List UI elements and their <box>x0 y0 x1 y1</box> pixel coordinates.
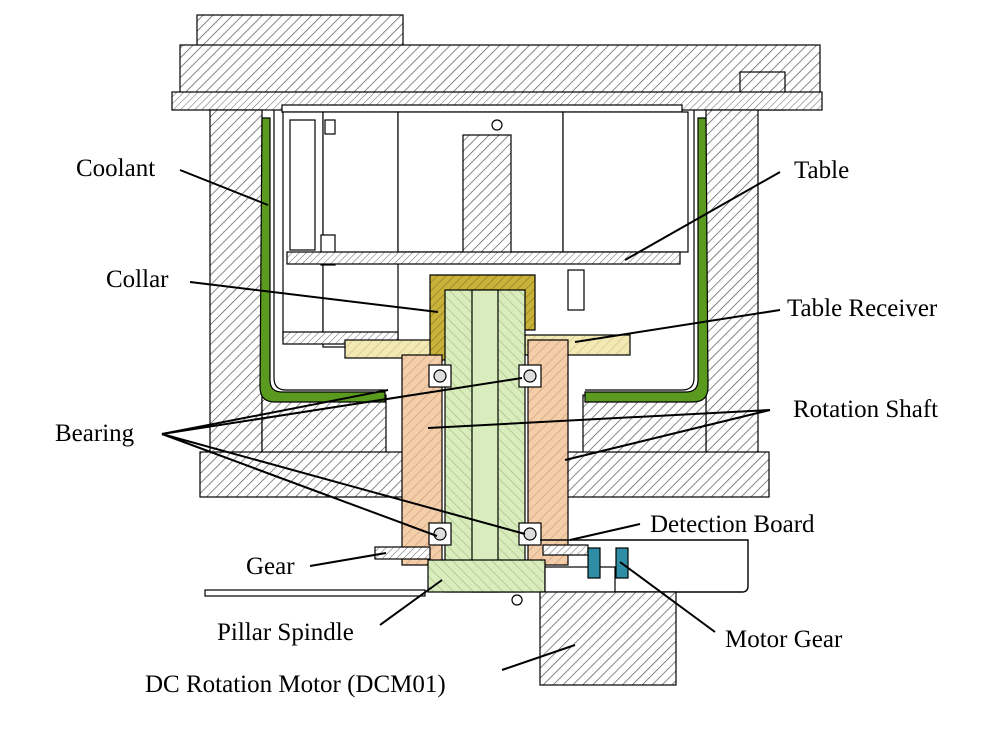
label-dc-rotation-motor: DC Rotation Motor (DCM01) <box>145 671 446 698</box>
lid <box>171 14 823 111</box>
housing <box>199 109 770 498</box>
bearings <box>428 364 542 546</box>
label-coolant: Coolant <box>76 155 155 182</box>
pillar-spindle <box>427 289 546 593</box>
gear <box>374 546 431 560</box>
label-bearing: Bearing <box>55 420 135 447</box>
probe <box>462 134 512 256</box>
label-gear: Gear <box>246 553 295 580</box>
leader-lines <box>161 169 781 671</box>
coolant-jacket <box>259 117 709 403</box>
dc-rotation-motor <box>539 591 677 686</box>
table <box>286 251 681 265</box>
detection-board <box>542 544 589 556</box>
label-pillar-spindle: Pillar Spindle <box>217 619 354 646</box>
label-rotation-shaft: Rotation Shaft <box>793 396 938 423</box>
label-table: Table <box>794 157 849 184</box>
label-table-receiver: Table Receiver <box>787 295 938 322</box>
label-motor-gear: Motor Gear <box>725 626 843 653</box>
label-detection-board: Detection Board <box>650 511 815 538</box>
label-collar: Collar <box>106 266 169 293</box>
